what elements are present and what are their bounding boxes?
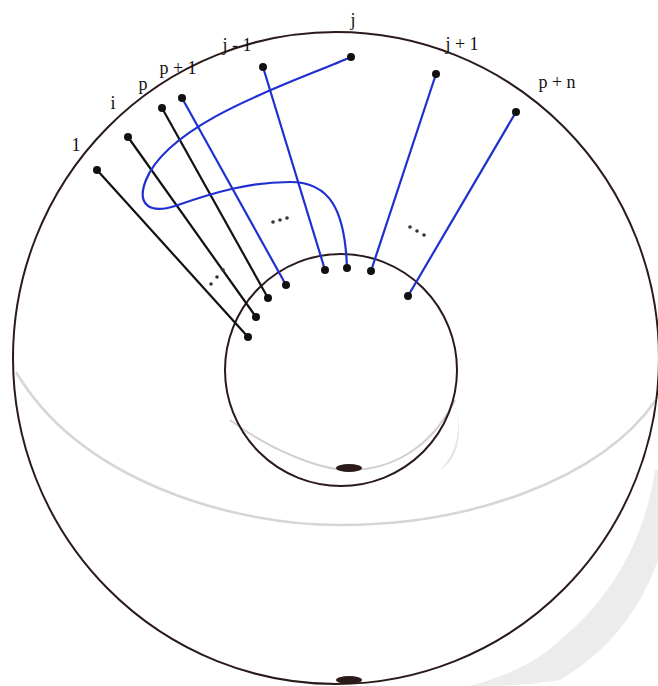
strand-label: j + 1: [443, 35, 480, 53]
ellipsis-dots: [209, 216, 426, 286]
strand-label: j: [348, 11, 357, 29]
strand-label: i: [108, 94, 117, 112]
strand-label: j - 1: [221, 36, 254, 54]
strand-label: p: [137, 75, 150, 93]
back-curve: [16, 372, 656, 525]
outer-boundary: [13, 32, 658, 684]
puncture: [336, 464, 362, 472]
strand-label: p + n: [536, 73, 577, 91]
puncture: [336, 676, 362, 684]
back-curve: [230, 400, 455, 470]
endpoints: [93, 53, 520, 341]
strand-label: p + 1: [157, 59, 198, 77]
inner-boundary: [225, 254, 457, 486]
black-strands: [97, 108, 268, 337]
blue-strands: [143, 57, 516, 296]
strand-label: 1: [70, 136, 83, 154]
